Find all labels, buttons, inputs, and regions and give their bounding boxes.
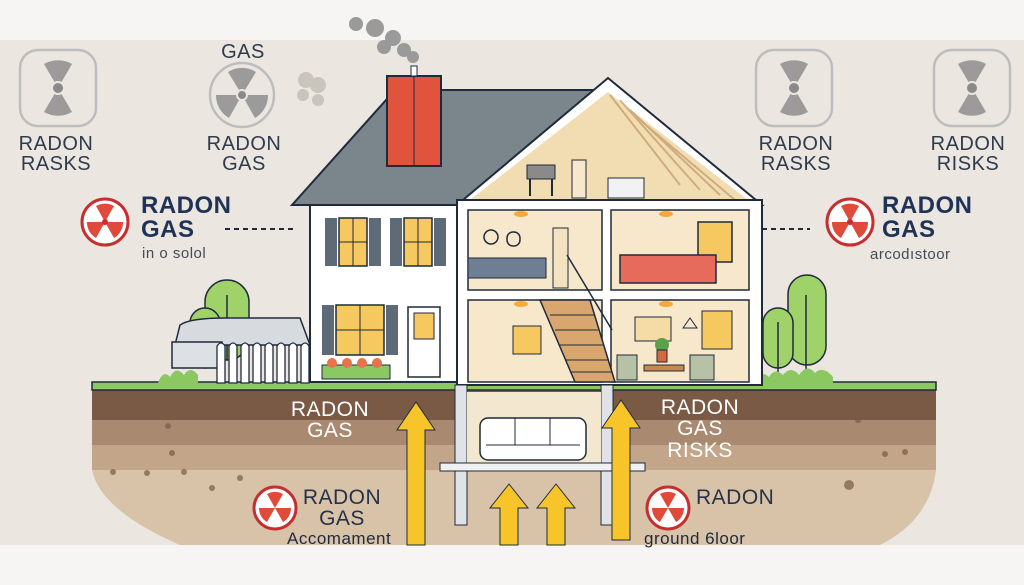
label-line: GAS — [319, 507, 365, 531]
house-cutaway — [454, 76, 765, 401]
callout-right-title: RADON GAS — [882, 192, 973, 244]
radiation-icon-top-left — [18, 48, 98, 128]
underground-left-lower-label: RADON GAS — [302, 487, 382, 530]
callout-right-subtitle: arcodıstoor — [870, 246, 951, 263]
label-line: RISKS — [667, 438, 733, 462]
top-center-right-label: RADON RASKS — [746, 134, 846, 175]
label-line: RISKS — [936, 153, 1000, 176]
label-line: RADON — [18, 133, 94, 155]
label-line: GAS — [222, 153, 266, 176]
radiation-icon-top-right — [932, 48, 1012, 128]
underground-right-lower-label: RADON — [696, 486, 775, 509]
left-yard — [158, 279, 312, 384]
label-line: RADON — [758, 133, 834, 155]
label-line: RASKS — [20, 153, 92, 176]
underground-left-lower-subtitle: Accomament — [287, 529, 392, 548]
top-center-left-caption: GAS — [221, 41, 265, 63]
label-line: RADON — [930, 133, 1006, 155]
title-line: GAS — [141, 216, 195, 244]
title-line: GAS — [882, 216, 936, 244]
basement — [439, 384, 646, 526]
top-right-label: RADON RISKS — [918, 134, 1018, 175]
label-line: RADON — [290, 398, 370, 421]
right-yard — [755, 274, 833, 383]
label-line: GAS — [307, 419, 353, 443]
warning-icon-right — [825, 197, 875, 247]
radiation-icon-top-center-left — [208, 61, 276, 129]
title-line: RADON — [141, 192, 232, 219]
house-exterior — [289, 65, 603, 383]
title-line: RADON — [882, 192, 973, 219]
label-line: RASKS — [760, 153, 832, 176]
chimney-smoke — [349, 17, 419, 63]
warning-icon-left — [80, 197, 130, 247]
radon-arrows — [396, 399, 641, 546]
label-line: RADON — [660, 396, 740, 419]
warning-icon-lower-right — [645, 485, 691, 531]
warning-icon-lower-left — [252, 485, 298, 531]
underground-right-upper-label: RADON GAS RISKS — [650, 396, 750, 462]
callout-left-subtitle: in o solol — [142, 245, 207, 262]
label-line: RADON — [206, 133, 282, 155]
radiation-icon-top-center-right — [754, 48, 834, 128]
label-line: GAS — [677, 417, 723, 441]
underground-right-lower-subtitle: ground 6loor — [644, 529, 746, 548]
top-left-label: RADON RASKS — [6, 134, 106, 175]
callout-left-title: RADON GAS — [141, 192, 232, 244]
label-line: RADON — [302, 486, 382, 509]
top-center-left-label: RADON GAS — [196, 134, 292, 175]
smoke-cloud — [297, 72, 326, 106]
underground-left-upper-label: RADON GAS — [280, 399, 380, 442]
